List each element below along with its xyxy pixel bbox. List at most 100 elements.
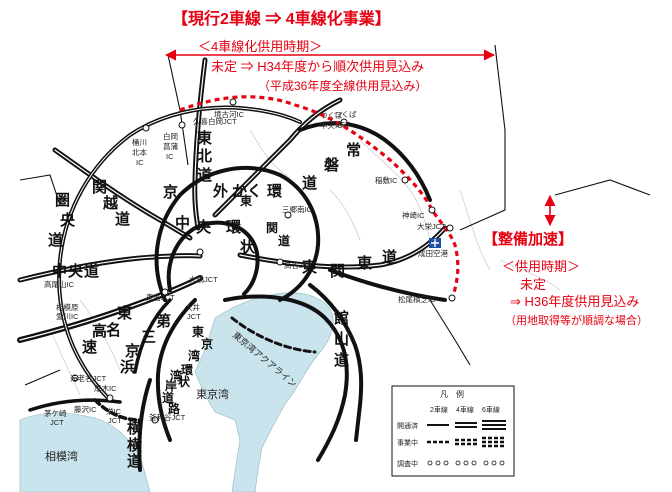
svg-text:海老名JCT: 海老名JCT	[70, 373, 107, 383]
svg-text:道: 道	[197, 166, 212, 184]
svg-text:IC: IC	[136, 158, 144, 167]
svg-text:かく: かく	[232, 183, 262, 200]
svg-text:横: 横	[127, 436, 143, 454]
svg-text:三郷南IC: 三郷南IC	[282, 204, 313, 214]
svg-text:道: 道	[302, 174, 317, 192]
svg-text:関: 関	[330, 263, 345, 280]
svg-text:東: 東	[197, 129, 212, 147]
svg-text:環: 環	[226, 219, 242, 236]
svg-text:中央IC: 中央IC	[320, 120, 343, 130]
svg-text:速: 速	[82, 338, 97, 356]
svg-text:稲敷IC: 稲敷IC	[375, 175, 398, 185]
svg-text:第: 第	[156, 312, 171, 330]
header-period-line2: （平成36年度全線供用見込み）	[258, 78, 427, 93]
svg-text:館: 館	[333, 309, 349, 327]
svg-text:湾: 湾	[170, 368, 182, 383]
svg-text:つくば: つくば	[320, 111, 343, 120]
callout-period-heading: ＜供用時期＞	[502, 259, 580, 274]
svg-text:東: 東	[192, 324, 204, 339]
svg-text:東: 東	[240, 193, 252, 208]
kenou-4lane-project-line	[179, 95, 460, 301]
svg-text:神崎IC: 神崎IC	[402, 210, 425, 220]
svg-text:JCT: JCT	[336, 120, 350, 129]
callout-line1: 未定	[520, 277, 546, 292]
header-period-line1: 未定 ⇒ H34年度から順次供用見込み	[211, 59, 424, 74]
svg-text:JCT: JCT	[50, 418, 64, 427]
svg-text:道: 道	[48, 231, 63, 249]
svg-text:央: 央	[60, 211, 76, 229]
prefecture-boundaries	[19, 44, 651, 386]
svg-text:JCT: JCT	[108, 416, 122, 425]
svg-text:菖蒲: 菖蒲	[163, 141, 178, 151]
svg-text:道: 道	[84, 262, 99, 280]
svg-text:桶川: 桶川	[132, 137, 147, 147]
svg-text:藤沢IC: 藤沢IC	[74, 404, 97, 414]
legend-row-open: 開通済	[397, 421, 418, 430]
svg-text:つくば: つくば	[334, 110, 357, 119]
svg-text:茅ケ崎: 茅ケ崎	[44, 408, 67, 418]
svg-text:常: 常	[346, 141, 361, 159]
svg-text:外: 外	[212, 182, 228, 200]
callout-title: 【整備加速】	[483, 230, 573, 248]
airport-icon	[429, 238, 441, 248]
svg-text:浜: 浜	[120, 358, 135, 376]
svg-text:横: 横	[127, 419, 143, 437]
svg-text:久喜白岡JCT: 久喜白岡JCT	[193, 116, 237, 126]
svg-text:越: 越	[102, 194, 119, 212]
svg-text:栄IC: 栄IC	[106, 406, 122, 416]
callout-line2: ⇒ H36年度供用見込み	[510, 294, 639, 309]
svg-text:磐: 磐	[323, 156, 339, 174]
svg-text:環: 環	[267, 183, 283, 200]
svg-text:中: 中	[52, 262, 67, 280]
svg-text:三: 三	[141, 329, 156, 346]
svg-text:道: 道	[162, 390, 174, 405]
road-labels-small: 東 関 道 湾 岸 道 路 東 京 湾 環 状	[162, 193, 290, 416]
svg-text:路: 路	[168, 401, 181, 416]
svg-text:高谷JCT: 高谷JCT	[284, 260, 313, 270]
svg-text:央: 央	[68, 262, 84, 280]
svg-text:名: 名	[106, 321, 121, 339]
svg-text:状: 状	[240, 238, 256, 256]
header-title: 【現行2車線 ⇒ 4車線化事業】	[172, 9, 391, 28]
svg-text:北: 北	[197, 148, 212, 165]
svg-text:京: 京	[125, 342, 140, 360]
svg-text:京: 京	[201, 336, 213, 351]
svg-text:大栄JCT: 大栄JCT	[417, 221, 446, 231]
svg-text:湾: 湾	[188, 348, 200, 363]
svg-text:東: 東	[117, 304, 132, 322]
svg-text:IC: IC	[166, 152, 174, 161]
svg-text:山: 山	[334, 331, 349, 348]
svg-text:成田空港: 成田空港	[418, 248, 448, 258]
svg-text:大井: 大井	[185, 302, 200, 312]
legend-row-survey: 調査中	[397, 459, 418, 468]
svg-text:大橋JCT: 大橋JCT	[189, 274, 218, 284]
svg-text:状: 状	[178, 374, 191, 389]
interchange-markers	[71, 98, 456, 424]
legend-box: 凡 例 2車線 4車線 6車線 開通済 事業中 調査中	[391, 385, 515, 477]
svg-text:圏: 圏	[55, 192, 70, 209]
road-labels: 常 磐 道 東 関 東 道 東 北 道 関 越 道 中 央 道 圏 央 道 京 …	[48, 129, 397, 470]
svg-text:北本: 北本	[132, 147, 147, 157]
legend-row-building: 事業中	[397, 438, 418, 447]
header-period-heading: ＜4車線化供用時期＞	[198, 39, 322, 54]
svg-text:道: 道	[382, 248, 397, 266]
svg-text:東: 東	[302, 258, 317, 276]
svg-text:JCT: JCT	[187, 312, 201, 321]
svg-text:東名JCT: 東名JCT	[146, 292, 175, 302]
svg-text:道: 道	[127, 452, 142, 470]
tokyo-bay-label: 東京湾	[196, 387, 229, 401]
terrain-contours	[49, 129, 561, 396]
legend-col-6lane: 6車線	[482, 405, 500, 414]
svg-text:高尾山IC: 高尾山IC	[44, 279, 75, 289]
svg-text:関: 関	[266, 221, 278, 235]
svg-text:京: 京	[163, 183, 178, 201]
svg-text:高: 高	[92, 322, 107, 340]
svg-text:道: 道	[334, 351, 349, 369]
svg-text:松尾横芝IC: 松尾横芝IC	[398, 294, 436, 304]
place-labels: 境古河IC 久喜白岡JCT 白岡 菖蒲 IC 桶川 北本 IC つくば 中央IC…	[44, 109, 448, 427]
svg-text:岸: 岸	[165, 378, 177, 393]
svg-text:央: 央	[196, 218, 212, 236]
legend-title: 凡 例	[440, 389, 464, 399]
svg-text:道: 道	[115, 210, 130, 228]
